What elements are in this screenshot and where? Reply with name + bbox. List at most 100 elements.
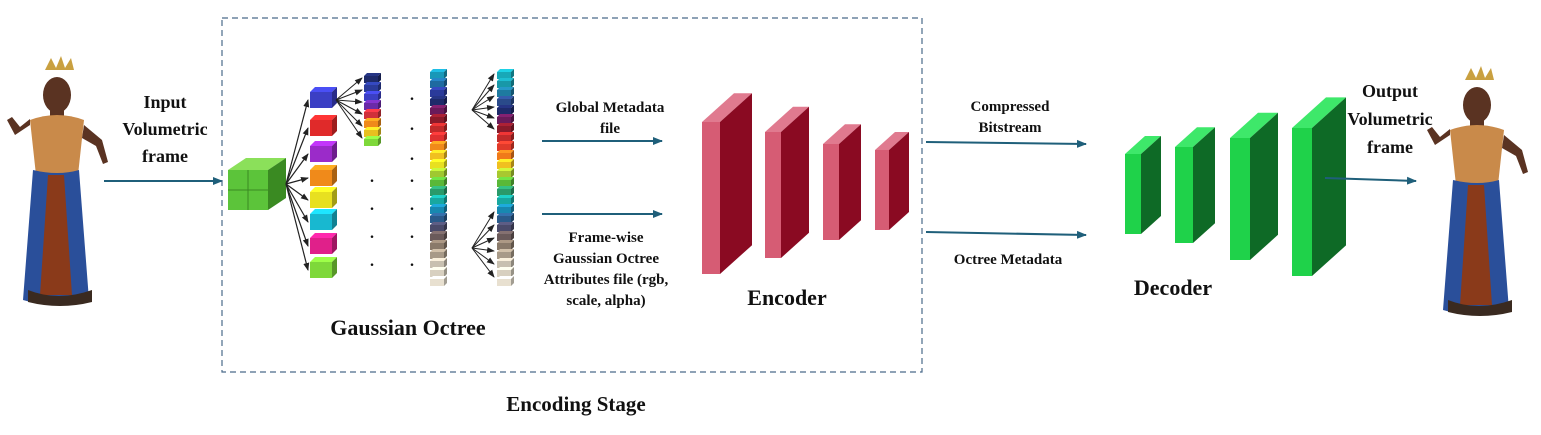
octree-leaf	[430, 231, 447, 241]
octree-leaf	[430, 123, 447, 133]
octree-leaf	[497, 222, 514, 232]
octree-leaf	[497, 69, 514, 79]
octree-leaf	[497, 150, 514, 160]
compressed-bitstream-arrow	[925, 139, 1087, 148]
encoding-stage-box	[221, 17, 923, 373]
output-label-line2: Volumetric	[1347, 109, 1432, 129]
octree-edge	[471, 73, 495, 111]
octree-edge	[285, 183, 310, 271]
octree-leaf	[364, 127, 381, 137]
global-metadata-line1: Global Metadata	[556, 100, 665, 116]
octree-cube	[310, 187, 337, 208]
decoder-layer	[1175, 127, 1215, 243]
octree-metadata-arrow	[925, 230, 1087, 239]
dot: .	[370, 225, 374, 242]
octree-leaf	[430, 96, 447, 106]
octree-root-cube	[228, 158, 286, 210]
octree-leaf	[497, 204, 514, 214]
framewise-line3: Attributes file (rgb,	[544, 272, 669, 288]
input-label-line2: Volumetric	[122, 119, 207, 139]
octree-leaf	[364, 82, 381, 92]
octree-edge	[471, 237, 495, 249]
input-label-line1: Input	[143, 92, 186, 112]
octree-leaf	[430, 195, 447, 205]
octree-leaf	[497, 96, 514, 106]
octree-leaf	[497, 123, 514, 133]
global-metadata-line2: file	[600, 121, 620, 137]
octree-leaf	[430, 249, 447, 259]
framewise-line1: Frame-wise	[569, 230, 644, 246]
decoder-network	[1125, 97, 1346, 277]
decoder-layer	[1230, 112, 1278, 260]
dot: .	[370, 169, 374, 186]
octree-edge	[471, 109, 495, 119]
octree-edge	[471, 109, 495, 130]
octree-edge	[335, 89, 363, 101]
encoding-stage-label: Encoding Stage	[506, 392, 645, 416]
octree-leaf	[430, 141, 447, 151]
octree-leaf	[497, 141, 514, 151]
framewise-line4: scale, alpha)	[566, 293, 645, 309]
octree-edge	[335, 77, 363, 101]
output-arrow	[1324, 176, 1417, 185]
octree-leaf	[497, 213, 514, 223]
octree-leaf	[497, 276, 514, 286]
octree-leaf	[497, 177, 514, 187]
decoder-layer	[1125, 136, 1161, 234]
octree-leaf	[430, 69, 447, 79]
octree-metadata-label: Octree Metadata	[954, 252, 1063, 268]
output-figure	[1427, 66, 1528, 316]
octree-leaf	[430, 240, 447, 250]
octree-edge	[471, 247, 495, 254]
decoder-label: Decoder	[1134, 275, 1212, 300]
dot: .	[410, 225, 414, 242]
octree-edge	[471, 84, 495, 111]
encoder-network	[702, 93, 909, 274]
dot: .	[410, 253, 414, 270]
octree-leaf	[364, 118, 381, 128]
octree-edge	[285, 183, 309, 223]
output-label-line3: frame	[1367, 137, 1413, 157]
octree-leaf	[497, 132, 514, 142]
octree-leaf	[430, 177, 447, 187]
dot: .	[370, 197, 374, 214]
octree-edge	[335, 99, 363, 127]
octree-leaf	[430, 105, 447, 115]
octree-leaf	[430, 258, 447, 268]
octree-leaf	[430, 204, 447, 214]
octree-cube	[310, 141, 337, 162]
octree-edge	[335, 99, 363, 115]
octree-leaf	[497, 159, 514, 169]
decoder-layer	[1292, 97, 1346, 277]
octree-edge	[285, 183, 309, 247]
output-label-line1: Output	[1362, 81, 1418, 101]
octree-edge	[285, 99, 310, 185]
octree-leaf	[497, 78, 514, 88]
octree-leaf	[430, 114, 447, 124]
octree-edge	[335, 98, 363, 105]
octree-edge	[471, 95, 495, 111]
octree-edge	[471, 224, 495, 249]
encoder-layer	[765, 106, 809, 258]
octree-leaf	[497, 258, 514, 268]
octree-leaf	[364, 91, 381, 101]
dot: .	[410, 87, 414, 104]
dot: .	[410, 147, 414, 164]
octree-leaf	[430, 87, 447, 97]
gaussian-octree-label: Gaussian Octree	[330, 315, 486, 340]
encoder-layer	[875, 132, 909, 230]
octree-leaf	[497, 240, 514, 250]
octree-leaf	[430, 267, 447, 277]
encoder-label: Encoder	[747, 285, 827, 310]
input-label-line3: frame	[142, 146, 188, 166]
encoder-layer	[823, 124, 861, 240]
octree-edge	[285, 183, 309, 201]
octree-cube	[310, 87, 337, 108]
compressed-line1: Compressed	[971, 99, 1051, 115]
octree-leaf	[430, 213, 447, 223]
input-figure	[7, 56, 108, 306]
octree-cube	[310, 233, 337, 254]
octree-level1-cubes	[310, 87, 337, 278]
octree-leaf	[430, 150, 447, 160]
